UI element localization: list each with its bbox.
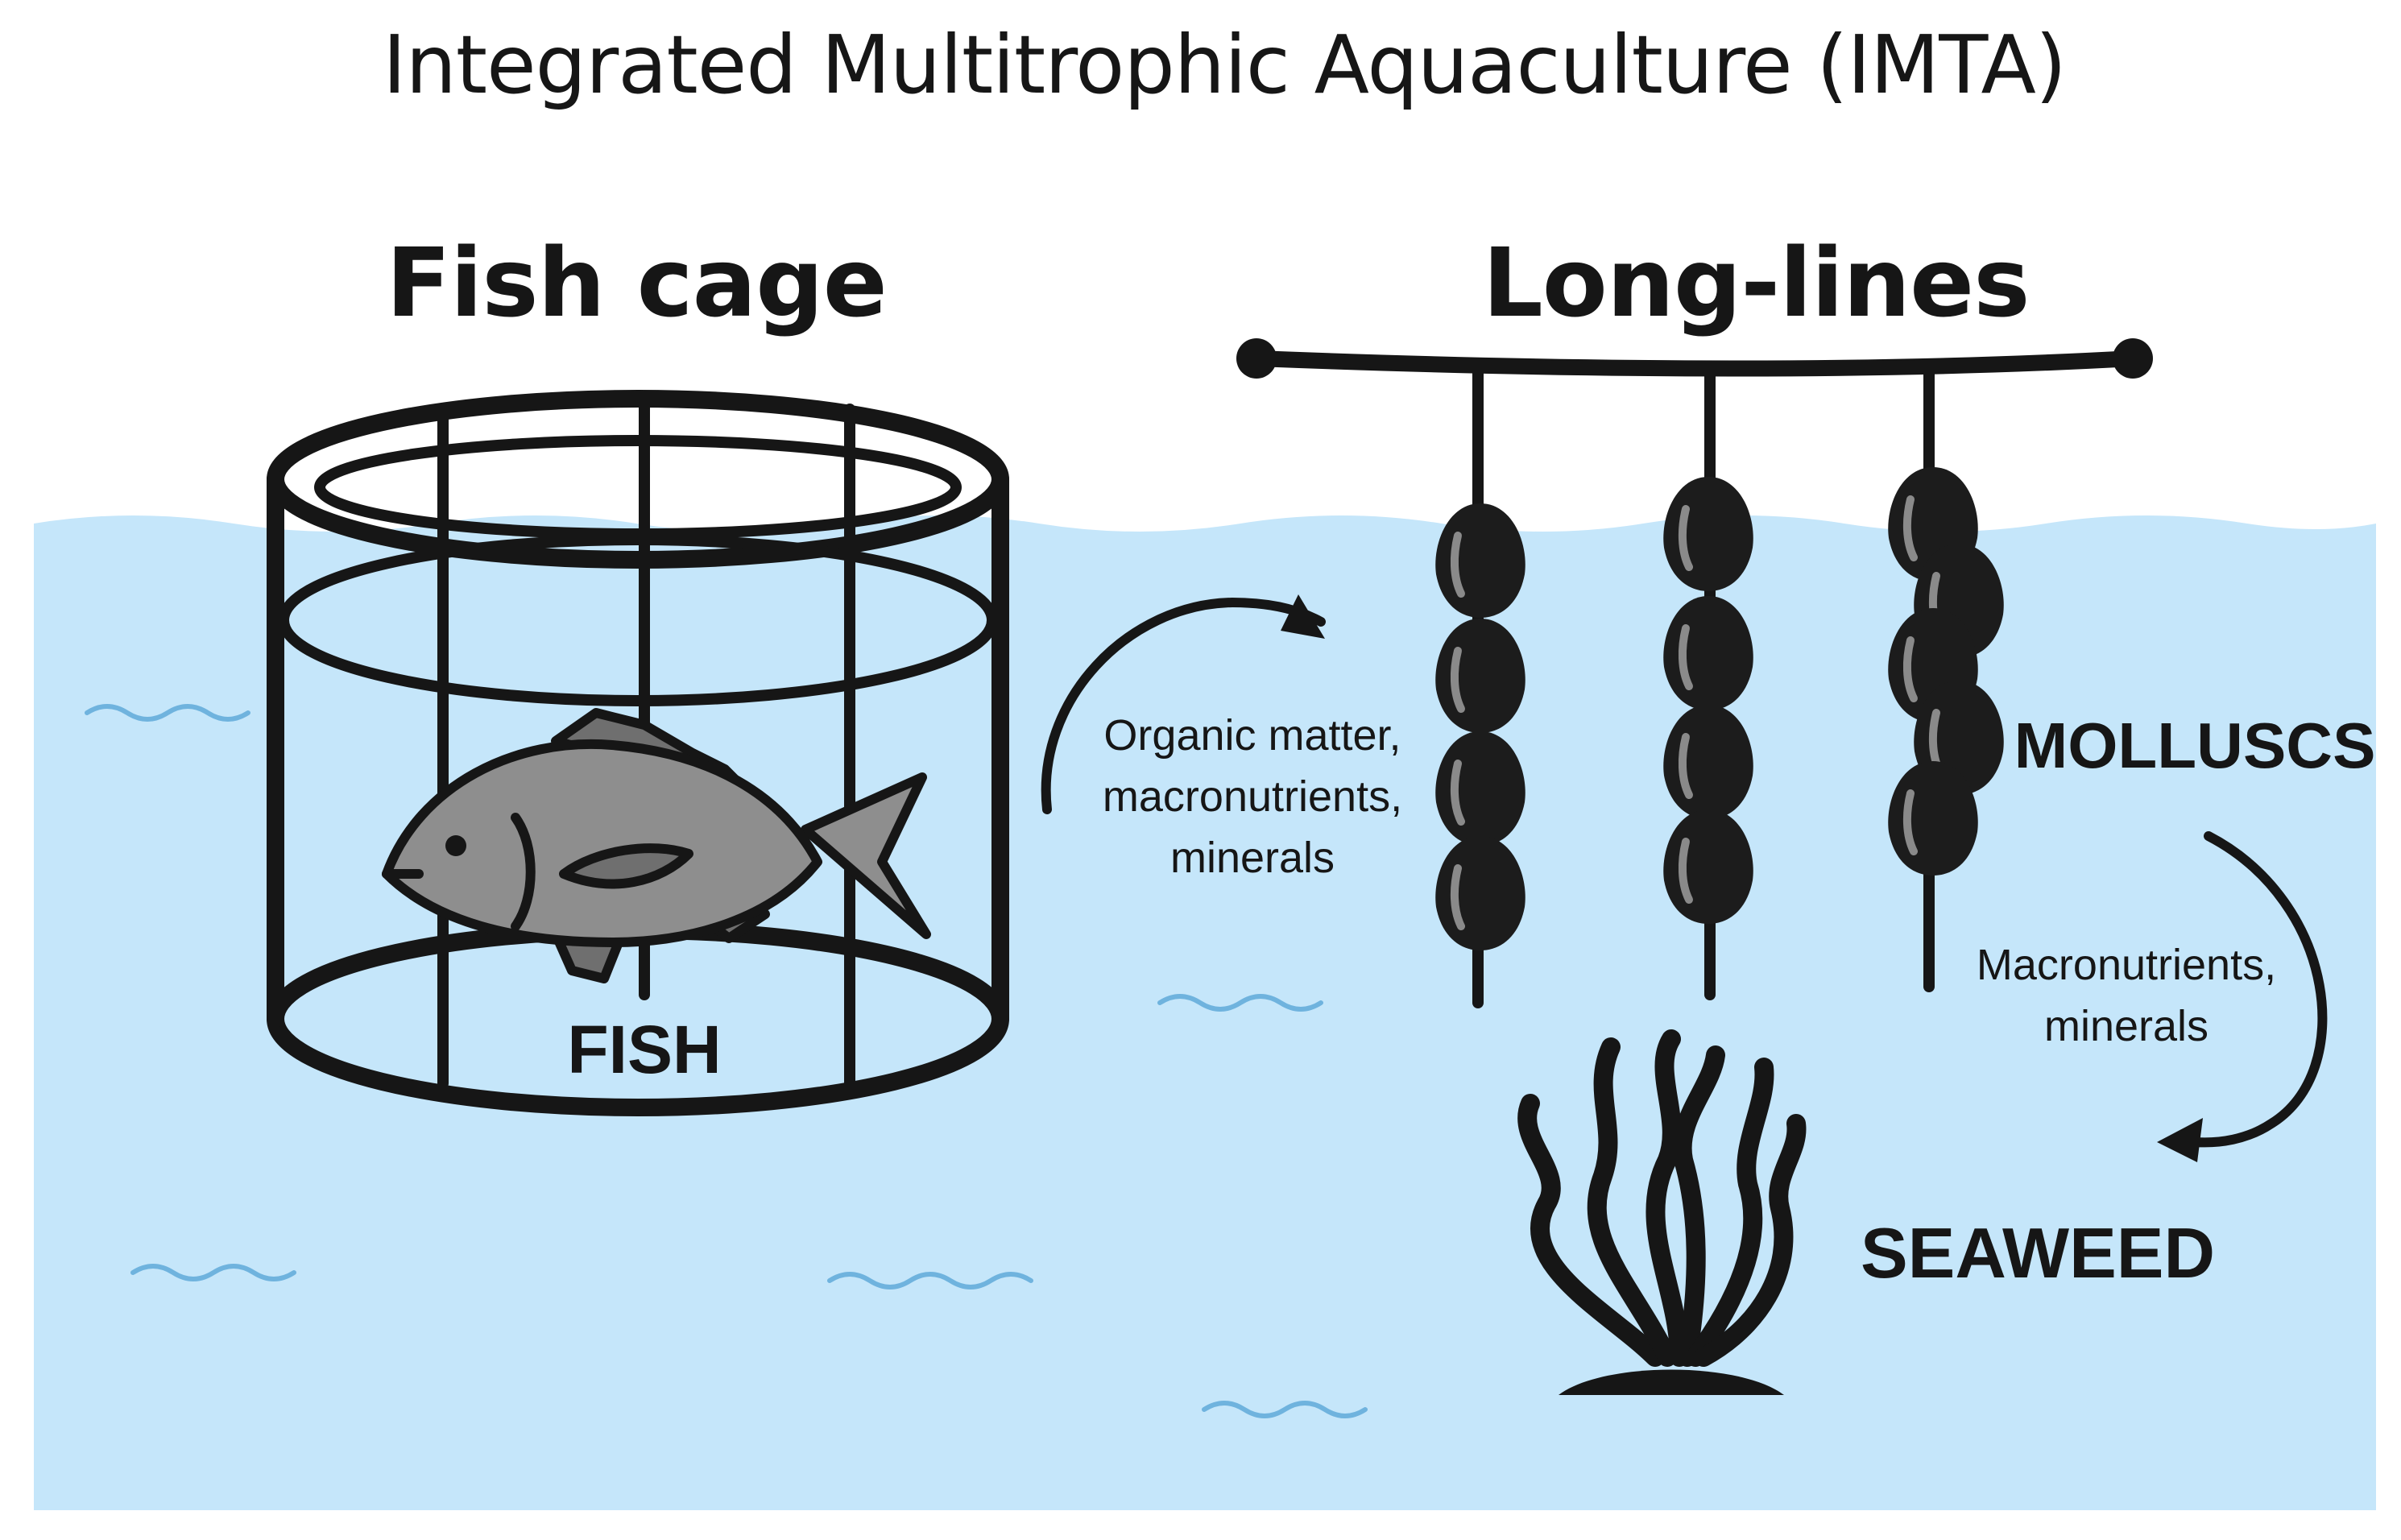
flow-arrow-icon: [1041, 594, 2328, 1162]
flow-label-line: Organic matter,: [1103, 711, 1401, 760]
flow-label-line: Macronutrients,: [1976, 941, 2277, 989]
fish-eye-icon: [445, 835, 466, 856]
flow-label-line: macronutrients,: [1102, 772, 1403, 821]
flow-label-line: minerals: [1169, 834, 1335, 882]
long-line-end-right-icon: [2113, 338, 2153, 379]
fish-cage-heading: Fish cage: [386, 227, 887, 338]
wave-icon: [85, 704, 1368, 1418]
flow-label-line: minerals: [2043, 1002, 2209, 1050]
fish-icon: [382, 708, 931, 983]
molluscs-label: MOLLUSCS: [2014, 710, 2376, 781]
long-lines-heading: Long-lines: [1482, 227, 2031, 338]
long-line-end-left-icon: [1236, 338, 1277, 379]
flow-label-molluscs-to-seaweed: Macronutrients, minerals: [1977, 934, 2276, 1057]
diagram-title: Integrated Multitrophic Aquaculture (IMT…: [383, 18, 2067, 112]
seaweed-icon: [1517, 1029, 1807, 1395]
fish-label: FISH: [567, 1012, 722, 1087]
fish-cage-icon: [267, 390, 1009, 1116]
flow-label-fish-to-molluscs: Organic matter, macronutrients, minerals: [1103, 705, 1402, 888]
seaweed-label: SEAWEED: [1860, 1213, 2216, 1293]
